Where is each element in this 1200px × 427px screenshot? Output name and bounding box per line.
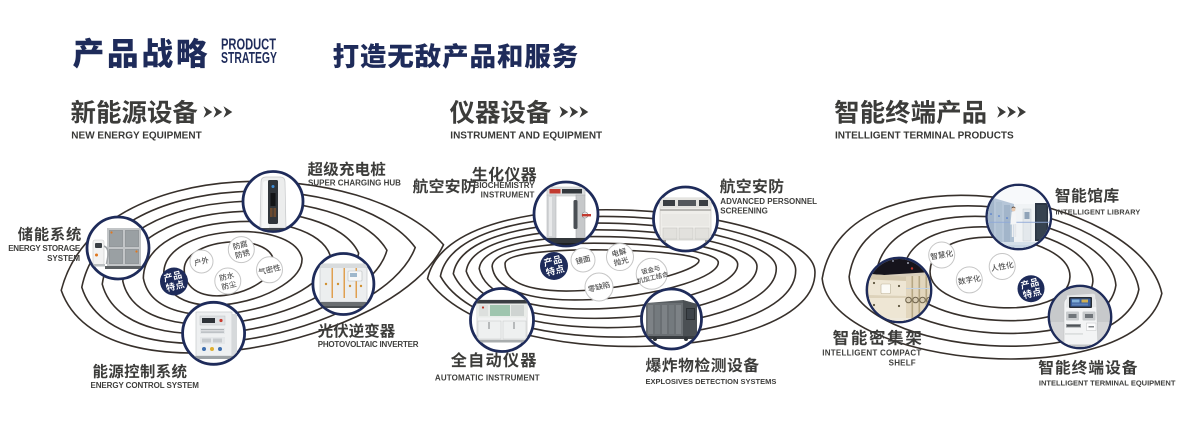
svg-text:INTELLIGENT TERMINAL PRODUCTS: INTELLIGENT TERMINAL PRODUCTS [835,131,1014,142]
svg-text:SUPER CHARGING HUB: SUPER CHARGING HUB [308,178,401,187]
svg-text:SYSTEM: SYSTEM [47,254,80,263]
svg-text:INSTRUMENT: INSTRUMENT [481,191,535,200]
svg-text:PRODUCT: PRODUCT [221,37,276,54]
svg-text:INTELLIGENT LIBRARY: INTELLIGENT LIBRARY [1056,208,1141,217]
svg-text:BIOCHEMISTRY: BIOCHEMISTRY [474,181,536,190]
svg-text:INTELLIGENT TERMINAL EQUIPMENT: INTELLIGENT TERMINAL EQUIPMENT [1039,379,1176,388]
svg-text:SHELF: SHELF [889,358,916,367]
svg-text:ENERGY CONTROL SYSTEM: ENERGY CONTROL SYSTEM [91,381,200,390]
svg-text:INTELLIGENT COMPACT: INTELLIGENT COMPACT [822,348,921,357]
svg-text:PHOTOVOLTAIC INVERTER: PHOTOVOLTAIC INVERTER [318,340,419,349]
svg-text:AUTOMATIC INSTRUMENT: AUTOMATIC INSTRUMENT [435,374,540,383]
svg-text:NEW ENERGY EQUIPMENT: NEW ENERGY EQUIPMENT [71,131,201,142]
svg-text:STRATEGY: STRATEGY [221,50,277,67]
svg-text:ENERGY STORAGE: ENERGY STORAGE [8,244,81,253]
svg-text:EXPLOSIVES DETECTION SYSTEMS: EXPLOSIVES DETECTION SYSTEMS [646,377,777,386]
svg-text:INSTRUMENT AND EQUIPMENT: INSTRUMENT AND EQUIPMENT [450,131,602,142]
svg-text:ADVANCED PERSONNEL: ADVANCED PERSONNEL [720,197,817,206]
svg-text:SCREENING: SCREENING [720,206,768,215]
